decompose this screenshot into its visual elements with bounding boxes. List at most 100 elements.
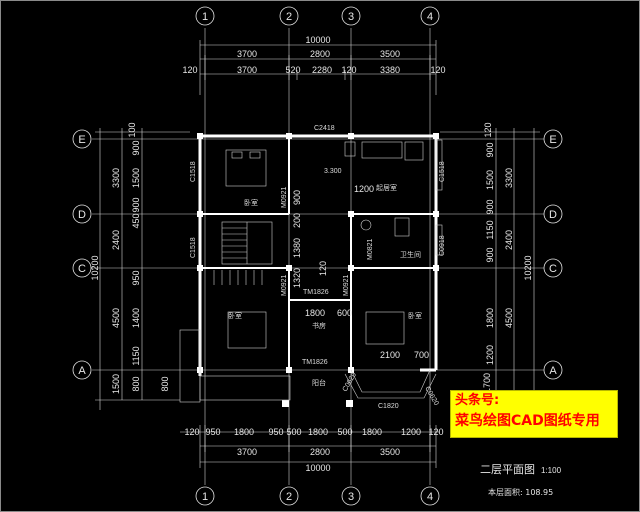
axis-label-left-e: E — [78, 134, 85, 146]
tag-c2418: C2418 — [314, 125, 335, 132]
room-label-bath: 卫生间 — [400, 250, 421, 259]
left-dim-inner-9: 800 — [131, 376, 141, 391]
right-dim-inner-1: 120 — [483, 122, 493, 137]
left-dim-mid-2: 2400 — [111, 230, 121, 250]
top-dim2-4: 2280 — [312, 65, 332, 75]
axis-label-right-a: A — [549, 365, 557, 377]
tag-dim-1800: 1800 — [305, 308, 325, 318]
axis-label-right-c: C — [549, 263, 557, 275]
left-dim-total: 10200 — [90, 255, 100, 280]
axis-label-top-2: 2 — [286, 11, 292, 23]
bottom-dimension-lines — [180, 425, 440, 468]
bottom-dim1-2: 950 — [205, 427, 220, 437]
right-dim-misc: 1700 — [482, 373, 492, 393]
bottom-dim1-7: 500 — [337, 427, 352, 437]
axis-label-bottom-1: 1 — [202, 491, 208, 503]
room-label-bedroom-nw: 卧室 — [244, 198, 258, 207]
top-dim2-7: 120 — [430, 65, 445, 75]
tag-c0620-a: C0620 — [342, 372, 358, 393]
left-dimension-lines — [95, 128, 190, 410]
room-label-living: 起居室 — [376, 183, 397, 192]
tag-m0821: M0821 — [367, 238, 374, 260]
right-dim-mid-2: 2400 — [504, 230, 514, 250]
tag-m0921-a: M0921 — [281, 186, 288, 208]
bottom-dim1-10: 120 — [428, 427, 443, 437]
top-dim2-5: 120 — [341, 65, 356, 75]
left-dim-inner-8: 1150 — [131, 346, 141, 365]
right-dim-inner-5: 1150 — [485, 220, 495, 239]
left-dim-mid-1: 3300 — [111, 168, 121, 188]
right-dim-total: 10200 — [523, 255, 533, 280]
bottom-dim2-1: 3700 — [237, 447, 257, 457]
bottom-dim1-6: 1800 — [308, 427, 328, 437]
title-block: 二层平面图 1:100 本层面积: 108.95 — [480, 458, 630, 498]
axis-bubbles-right — [543, 129, 563, 380]
right-dimension-lines — [440, 128, 540, 400]
drawing-title: 二层平面图 — [480, 463, 535, 476]
top-dim2-1: 120 — [182, 65, 197, 75]
bottom-dim2-3: 3500 — [380, 447, 400, 457]
tag-c0918: C0918 — [439, 235, 446, 256]
axis-label-left-c: C — [78, 263, 86, 275]
axis-label-bottom-3: 3 — [348, 491, 354, 503]
bottom-dim1-1: 120 — [184, 427, 199, 437]
tag-dim-200: 200 — [292, 213, 302, 228]
tag-dim-700: 700 — [414, 350, 429, 360]
tag-m0921-b: M0921 — [281, 274, 288, 296]
tag-c1518-b: C1518 — [190, 237, 197, 258]
room-label-bedroom-sw: 卧室 — [228, 311, 242, 320]
left-dim-inner-6: 950 — [131, 270, 141, 285]
axis-grid-horizontal — [92, 138, 548, 371]
right-dim-mid-1: 3300 — [504, 168, 514, 188]
beds — [225, 139, 443, 349]
axis-label-right-e: E — [549, 134, 556, 146]
banner-line-1: 头条号: — [455, 393, 500, 408]
top-dim-2: 2800 — [310, 49, 330, 59]
floor-area: 本层面积: 108.95 — [488, 488, 554, 497]
tag-dim-1380: 1380 — [292, 238, 302, 258]
staircase — [213, 221, 273, 285]
top-dim2-6: 3380 — [380, 65, 400, 75]
right-dim-inner-6: 900 — [485, 247, 495, 262]
room-label-balcony: 阳台 — [312, 378, 326, 387]
axis-label-bottom-4: 4 — [427, 491, 433, 503]
left-dim-inner-3: 1500 — [131, 168, 141, 188]
tag-c0620-b: C0620 — [423, 386, 439, 407]
axis-bubbles-bottom — [195, 486, 440, 506]
axis-label-right-d: D — [549, 209, 557, 221]
left-dim-inner-1: 100 — [127, 122, 137, 137]
room-label-bedroom-se: 卧室 — [408, 311, 422, 320]
top-dim-3: 3500 — [380, 49, 400, 59]
tag-dim-1320: 1320 — [292, 268, 302, 288]
room-label-study: 书房 — [312, 321, 326, 330]
drawing-scale: 1:100 — [541, 466, 562, 475]
right-dim-inner-3: 1500 — [485, 170, 495, 190]
tag-tm1826-a: TM1826 — [303, 289, 329, 296]
bottom-dim-total: 10000 — [305, 463, 330, 473]
tag-c1518-c: C1518 — [439, 161, 446, 182]
axis-bubbles-left — [72, 129, 92, 380]
watermark-banner: 头条号: 菜鸟绘图CAD图纸专用 — [450, 390, 618, 438]
left-dim-mid-3: 4500 — [111, 308, 121, 328]
bottom-dim1-9: 1200 — [401, 427, 421, 437]
tag-dim-1200: 1200 — [354, 184, 374, 194]
tag-tm1826-b: TM1826 — [302, 359, 328, 366]
right-dim-inner-4: 900 — [485, 199, 495, 214]
axis-label-left-d: D — [78, 209, 86, 221]
balcony-rail — [179, 329, 437, 403]
axis-label-left-a: A — [78, 365, 86, 377]
bottom-dim1-8: 1800 — [362, 427, 382, 437]
left-dim-mid-4: 1500 — [111, 374, 121, 394]
left-dim-inner-5: 450 — [131, 213, 141, 228]
right-dim-inner-8: 1200 — [485, 345, 495, 365]
axis-label-top-4: 4 — [427, 11, 433, 23]
bottom-dim2-2: 2800 — [310, 447, 330, 457]
tag-level: 3.300 — [324, 168, 342, 175]
bottom-dim1-3: 1800 — [234, 427, 254, 437]
axis-label-top-1: 1 — [202, 11, 208, 23]
top-dimension-lines — [199, 40, 437, 95]
right-dim-inner-7: 1800 — [485, 308, 495, 328]
left-dim-inner-4: 900 — [131, 197, 141, 212]
banner-line-2: 菜鸟绘图CAD图纸专用 — [455, 413, 600, 429]
top-dim2-3: 520 — [285, 65, 300, 75]
